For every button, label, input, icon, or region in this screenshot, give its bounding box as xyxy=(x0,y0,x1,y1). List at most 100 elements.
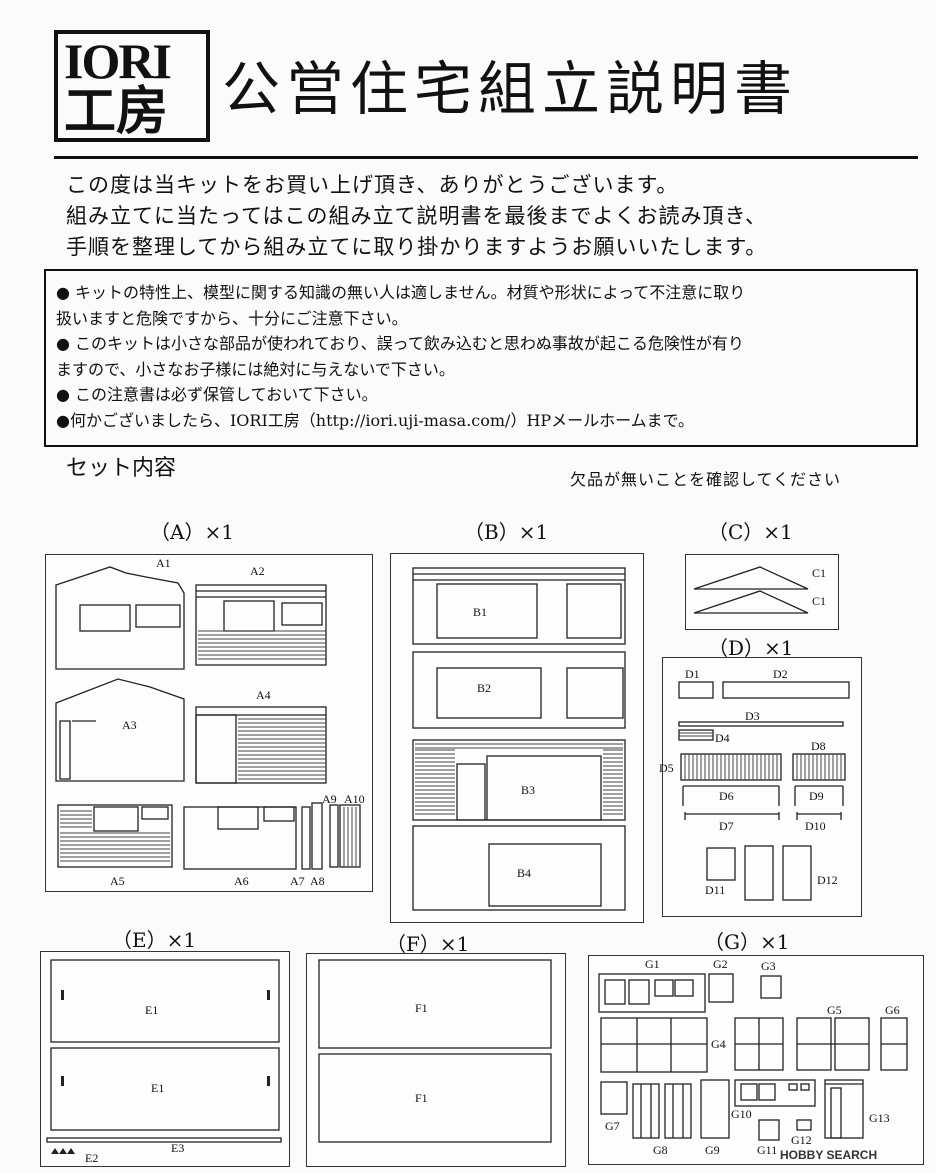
label-g8: G8 xyxy=(653,1143,668,1157)
label-c1-upper: C1 xyxy=(812,566,826,580)
caution-box: ● キットの特性上、模型に関する知識の無い人は適しません。材質や形状によって不注… xyxy=(44,269,918,447)
part-d9 xyxy=(794,785,844,806)
label-d2: D2 xyxy=(773,667,788,681)
label-g5: G5 xyxy=(827,1003,842,1017)
sheet-c-parts: C1 C1 xyxy=(693,566,826,614)
label-g11: G11 xyxy=(757,1143,777,1157)
label-a9: A9 xyxy=(322,792,337,806)
part-g12 xyxy=(796,1119,812,1131)
intro-line-3: 手順を整理してから組み立てに取り掛かりますようお願いいたします。 xyxy=(66,235,768,259)
part-a7 xyxy=(301,806,311,870)
sheet-c: C1 C1 xyxy=(685,554,839,630)
part-g8-a xyxy=(632,1083,660,1139)
part-g13 xyxy=(824,1079,864,1139)
part-g11 xyxy=(758,1119,780,1141)
part-c1-lower xyxy=(693,590,809,614)
caution-line-3: ● このキットは小さな部品が使われており、誤って飲み込むと思わぬ事故が起こる危険… xyxy=(56,334,744,353)
caution-line-6: ●何かございましたら、IORI工房（http://iori.uji-masa.c… xyxy=(56,410,695,430)
label-g13: G13 xyxy=(869,1111,890,1125)
label-d1: D1 xyxy=(685,667,700,681)
part-a3 xyxy=(55,678,185,782)
label-g12: G12 xyxy=(791,1133,812,1147)
sheet-d-parts: D1 D2 D3 D4 D5 D6 D7 D8 D9 D10 D11 D12 xyxy=(659,667,850,901)
logo-text-iori: IORI xyxy=(64,33,172,89)
part-e2 xyxy=(51,1148,75,1154)
label-b1: B1 xyxy=(473,605,487,619)
sheet-f: F1 F1 xyxy=(306,953,566,1167)
label-g7: G7 xyxy=(605,1119,620,1133)
part-f1-upper xyxy=(318,959,552,1049)
part-g7 xyxy=(600,1081,628,1115)
label-a1: A1 xyxy=(156,556,171,570)
part-d1 xyxy=(678,681,714,699)
label-a5: A5 xyxy=(110,874,125,888)
sheet-d-title: （D）×1 xyxy=(708,636,794,660)
page-title: 公営住宅組立説明書 xyxy=(222,55,799,123)
label-d11: D11 xyxy=(705,883,725,897)
part-g9 xyxy=(700,1079,730,1139)
sheet-e-parts: E1 E1 E2 E3 xyxy=(46,959,282,1165)
part-g10 xyxy=(734,1079,816,1107)
sheet-e-title: （E）×1 xyxy=(112,928,197,952)
sheet-b-parts: B1 B2 B3 B4 xyxy=(412,567,626,911)
caution-line-1: ● キットの特性上、模型に関する知識の無い人は適しません。材質や形状によって不注… xyxy=(56,283,746,302)
sheet-g: G1 G2 G3 G4 G5 G6 G7 G8 G9 G10 G11 G12 G… xyxy=(588,955,924,1165)
sheet-d: D1 D2 D3 D4 D5 D6 D7 D8 D9 D10 D11 D12 xyxy=(659,657,862,917)
part-g8-b xyxy=(664,1083,692,1139)
label-g2: G2 xyxy=(713,957,728,971)
label-b4: B4 xyxy=(517,866,531,880)
label-a6: A6 xyxy=(234,874,249,888)
label-d7: D7 xyxy=(719,819,734,833)
label-d6: D6 xyxy=(719,789,734,803)
part-a4 xyxy=(195,706,327,784)
part-d11-b xyxy=(744,845,774,901)
sheet-a: A1 A2 A3 A4 A5 A6 A7 A8 A9 A10 xyxy=(45,554,373,892)
intro-text: この度は当キットをお買い上げ頂き、ありがとうございます。 組み立てに当たってはこ… xyxy=(66,170,767,263)
set-contents-heading: セット内容 xyxy=(66,456,177,481)
part-e1-lower xyxy=(50,1047,280,1131)
part-g2 xyxy=(708,973,734,1003)
part-a1 xyxy=(55,566,185,670)
part-f1-lower xyxy=(318,1053,552,1143)
intro-line-2: 組み立てに当たってはこの組み立て説明書を最後までよくお読み頂き、 xyxy=(66,204,768,228)
caution-line-4: ますので、小さなお子様には絶対に与えないで下さい。 xyxy=(56,359,455,379)
sheet-b-title: （B）×1 xyxy=(464,520,549,544)
label-g4: G4 xyxy=(711,1037,726,1051)
part-a8 xyxy=(311,802,323,870)
part-d6 xyxy=(682,785,780,806)
label-g6: G6 xyxy=(885,1003,900,1017)
part-a5 xyxy=(57,804,173,868)
label-e1-lower: E1 xyxy=(151,1081,164,1095)
label-d3: D3 xyxy=(745,709,760,723)
label-d5: D5 xyxy=(659,761,674,775)
caution-line-2: 扱いますと危険ですから、十分にご注意下さい。 xyxy=(56,308,408,328)
part-d2 xyxy=(722,681,850,699)
label-e1-upper: E1 xyxy=(145,1003,158,1017)
label-d10: D10 xyxy=(805,819,826,833)
part-a6 xyxy=(183,806,297,870)
label-e2: E2 xyxy=(85,1151,98,1165)
part-a10 xyxy=(339,804,361,868)
logo-text-kobo: 工房 xyxy=(64,81,169,142)
label-d12: D12 xyxy=(817,873,838,887)
part-d10 xyxy=(796,812,842,820)
label-d8: D8 xyxy=(811,739,826,753)
label-f1-upper: F1 xyxy=(415,1001,428,1015)
part-b3 xyxy=(412,739,626,821)
label-g3: G3 xyxy=(761,959,776,973)
sheet-a-parts: A1 A2 A3 A4 A5 A6 A7 A8 A9 A10 xyxy=(55,556,365,888)
label-e3: E3 xyxy=(171,1141,184,1155)
part-d3 xyxy=(678,721,844,727)
sheet-f-parts: F1 F1 xyxy=(318,959,552,1143)
part-e1-upper xyxy=(50,959,280,1043)
part-a2 xyxy=(195,584,327,666)
part-d8 xyxy=(792,753,846,781)
sheet-c-title: （C）×1 xyxy=(708,520,793,544)
sheet-f-title: （F）×1 xyxy=(386,932,470,956)
part-d11-a xyxy=(706,847,736,881)
header-divider xyxy=(54,156,918,159)
part-g1 xyxy=(598,973,706,1013)
sheet-a-title: （A）×1 xyxy=(150,520,234,544)
part-a9 xyxy=(329,804,339,868)
label-c1-lower: C1 xyxy=(812,594,826,608)
